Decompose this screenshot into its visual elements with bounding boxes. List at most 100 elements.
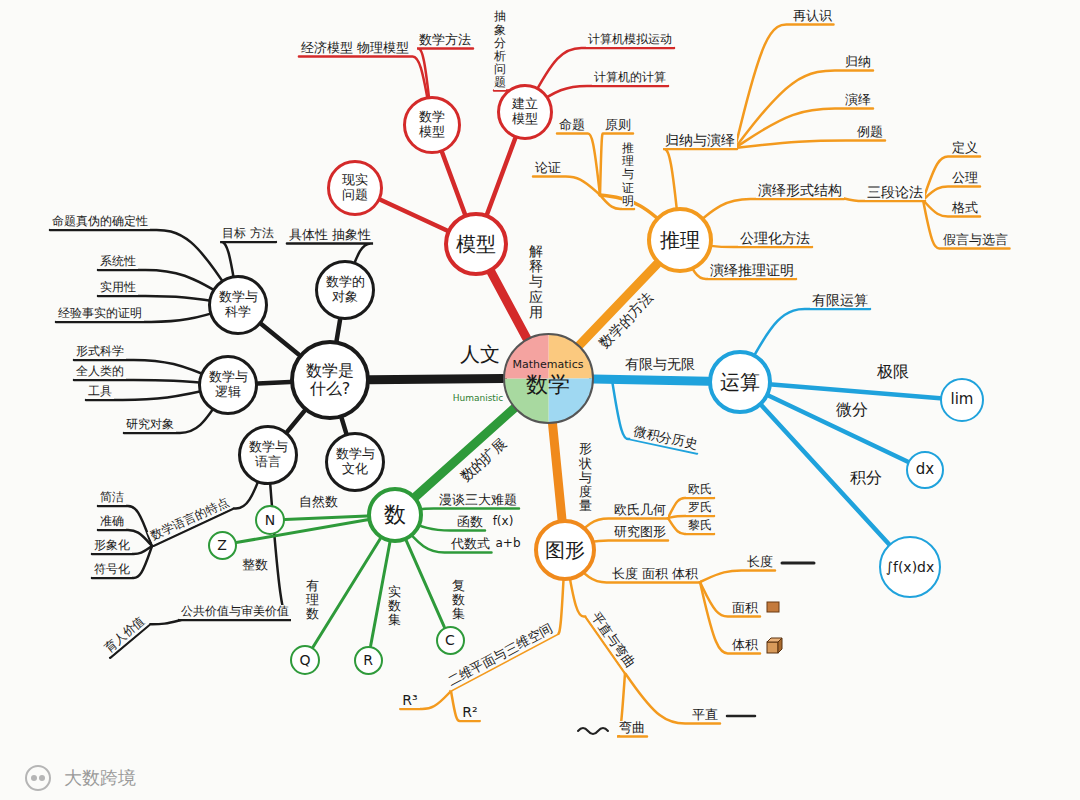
branch-label: 有理数 [306, 579, 319, 622]
node-label: 数学 [513, 372, 584, 397]
branch-connector [487, 138, 515, 214]
branch-connector [406, 541, 444, 627]
node-text-box: ∫f(x)dx [886, 559, 935, 575]
node-outline [355, 647, 382, 674]
number-set-circle: Z [208, 531, 237, 560]
node-outline [200, 357, 257, 414]
node-outline [256, 506, 284, 534]
branch-label: 例题 [855, 125, 885, 140]
branch-label: 平直 [690, 708, 720, 723]
branch-label: 实数集 [388, 585, 401, 628]
branch-connector [261, 324, 299, 355]
branch-connector [491, 272, 526, 338]
branch-label: 工具 [86, 385, 114, 399]
branch-label: 命题真伪的确定性 [50, 215, 150, 229]
branch-label: f(x) [491, 515, 516, 529]
node-label: 数 [384, 502, 406, 527]
node-text-box: 数学的对象 [325, 275, 365, 305]
branch-connector [769, 396, 908, 462]
branch-line [50, 230, 238, 305]
branch-connector [762, 406, 889, 545]
branch-label: 再认识 [791, 9, 834, 24]
logo-dot [39, 775, 45, 781]
node-text-box: N [265, 512, 275, 528]
branch-line [700, 582, 760, 616]
branch-label: 符号化 [92, 563, 132, 577]
node-outline [437, 627, 464, 654]
branch-line [668, 516, 714, 518]
node-label: 数学是什么? [305, 362, 355, 399]
center-wedges [504, 334, 593, 423]
logo-ring [26, 766, 50, 790]
node-text-box: 数学与语言 [248, 440, 288, 470]
node-outline [446, 214, 506, 274]
branch-label: 研究对象 [124, 418, 176, 432]
branch-line [533, 176, 600, 195]
subtopic-bubble: 数学与语言 [238, 425, 298, 485]
node-outline [504, 334, 593, 423]
branch-label: 整数 [240, 558, 270, 573]
node-outline [317, 262, 374, 319]
branch-label: 长度 面积 体积 [610, 567, 700, 582]
branch-line [557, 133, 600, 195]
node-label: R [363, 652, 373, 668]
number-set-circle: N [255, 505, 285, 535]
branch-line [625, 673, 720, 723]
node-label: N [265, 512, 275, 528]
branch-label: 长度 [745, 555, 775, 570]
branch-label: 经验事实的证明 [56, 307, 144, 321]
branch-label: 抽象分析问题 [494, 10, 506, 89]
node-text-box: 数 [384, 502, 406, 527]
node-text-box: 模型 [456, 233, 496, 256]
topic-circle: 推理 [647, 207, 713, 273]
branch-connector [370, 378, 503, 379]
node-outline [405, 98, 460, 153]
branch-label: 平直与弯曲 [586, 607, 638, 672]
branch-line [700, 570, 775, 582]
branch-label: 实用性 [98, 281, 138, 295]
node-text-box: Q [299, 652, 310, 668]
branch-line [451, 691, 480, 721]
branch-label: 归纳 [843, 55, 873, 70]
branch-label: 黎氏 [686, 519, 714, 533]
branch-label: 人文 [458, 343, 502, 366]
curve-icon [578, 728, 608, 734]
branch-label: 经济模型 物理模型 [299, 41, 411, 56]
node-label: Mathematics [513, 359, 584, 372]
node-label: 数学与科学 [218, 290, 258, 320]
node-label: 推理 [660, 229, 700, 252]
node-label: 模型 [456, 233, 496, 256]
branch-label: 欧氏几何 [612, 503, 668, 518]
branch-label: 积分 [848, 469, 884, 487]
branch-line [668, 498, 714, 518]
subtopic-bubble: 现实问题 [327, 160, 383, 216]
branch-label: 形状与度量 [579, 442, 592, 513]
branch-connector [380, 200, 447, 231]
branch-label: 欧氏 [686, 483, 714, 497]
branch-line [668, 518, 714, 534]
branch-label: 微积分历史 [630, 424, 701, 453]
branch-label: 公共价值与审美价值 [179, 605, 291, 619]
topic-circle: 数学是什么? [290, 340, 370, 420]
branch-label: 育人价值 [101, 613, 150, 657]
node-text-box: dx [916, 461, 934, 478]
branch-label: 目标 方法 [220, 227, 276, 241]
branch-label: 复数集 [452, 579, 465, 622]
node-label: 数学与语言 [248, 440, 288, 470]
node-label: dx [916, 461, 934, 478]
node-label: ∫f(x)dx [886, 559, 935, 575]
branch-label: 全人类的 [74, 365, 126, 379]
node-outline [292, 342, 368, 418]
number-set-circle: C [436, 626, 465, 655]
branch-label: R³ [400, 692, 419, 708]
subtopic-bubble: 数学与逻辑 [198, 355, 258, 415]
node-text-box: 数学与科学 [218, 290, 258, 320]
subtopic-bubble: 数学与科学 [208, 275, 268, 335]
node-text-box: Z [217, 537, 227, 553]
area-icon [767, 602, 779, 612]
symbol-circle: lim [940, 378, 984, 422]
length-icon [782, 562, 814, 565]
branch-label: 简洁 [98, 491, 126, 505]
